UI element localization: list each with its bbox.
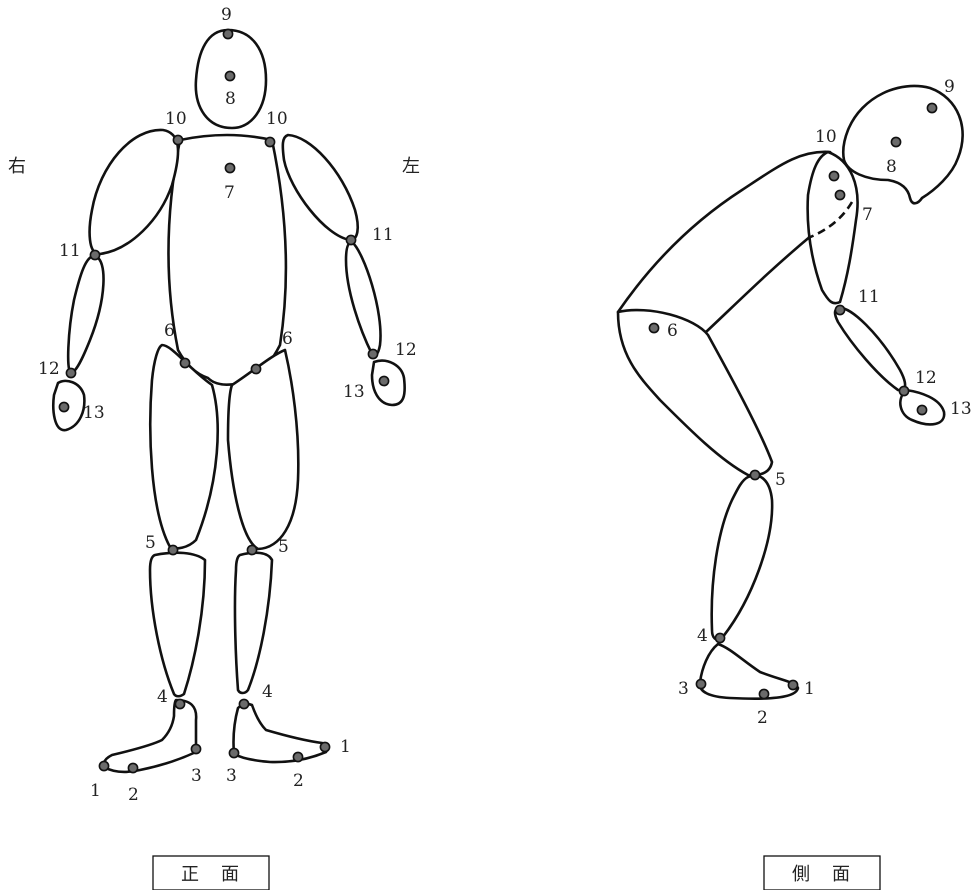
front-label-wrist-l: 12: [395, 340, 417, 360]
front-marker-ankle-l: [239, 699, 248, 708]
front-marker-knee-l: [247, 545, 256, 554]
side-marker-heel: [696, 679, 705, 688]
side-forearm: [835, 308, 905, 391]
side-label-ankle: 4: [697, 626, 708, 646]
front-marker-sole-r: [128, 763, 137, 772]
caption-front: 正 面: [153, 856, 269, 890]
front-marker-hip-l: [251, 364, 260, 373]
side-marker-head-top: [927, 103, 936, 112]
label-side-right: 右: [8, 156, 26, 177]
front-label-sole-r: 2: [128, 785, 139, 805]
front-marker-hand-l: [379, 376, 388, 385]
front-marker-shoulder-l: [265, 137, 274, 146]
front-label-toe-r: 1: [90, 781, 101, 801]
side-label-elbow: 11: [858, 287, 880, 307]
front-marker-heel-l: [229, 748, 238, 757]
front-left-foot: [234, 704, 328, 762]
side-shank: [712, 476, 772, 640]
side-marker-elbow: [835, 305, 844, 314]
side-thigh: [618, 310, 772, 475]
front-label-head: 8: [225, 89, 236, 109]
front-left-thigh: [228, 350, 298, 549]
front-marker-ankle-r: [175, 699, 184, 708]
front-marker-hand-r: [59, 402, 68, 411]
front-marker-elbow-l: [346, 235, 355, 244]
side-marker-hip: [649, 323, 658, 332]
side-label-wrist: 12: [915, 368, 937, 388]
side-label-head: 8: [886, 157, 897, 177]
front-marker-shoulder-r: [173, 135, 182, 144]
side-marker-shoulder: [829, 171, 838, 180]
front-marker-heel-r: [191, 744, 200, 753]
side-back-torso: [618, 152, 840, 332]
side-marker-knee: [750, 470, 759, 479]
front-label-heel-r: 3: [191, 766, 202, 786]
front-marker-toe-l: [320, 742, 329, 751]
front-label-wrist-r: 12: [38, 359, 60, 379]
front-label-head-top: 9: [221, 5, 232, 25]
front-right-forearm: [68, 256, 103, 373]
front-marker-torso: [225, 163, 234, 172]
side-marker-sole: [759, 689, 768, 698]
front-label-elbow-r: 11: [59, 241, 81, 261]
front-right-upper-arm: [90, 130, 178, 254]
front-label-hand-l: 13: [343, 382, 365, 402]
side-marker-ankle: [715, 633, 724, 642]
front-marker-wrist-r: [66, 368, 75, 377]
front-marker-head: [225, 71, 234, 80]
front-label-toe-l: 1: [340, 737, 351, 757]
front-right-foot: [104, 700, 197, 772]
label-side-left: 左: [402, 156, 420, 177]
side-label-heel: 3: [678, 679, 689, 699]
front-marker-hip-r: [180, 358, 189, 367]
front-left-shank: [235, 553, 272, 693]
side-label-head-top: 9: [944, 77, 955, 97]
side-label-torso: 7: [862, 205, 873, 225]
front-label-hip-r: 6: [164, 321, 175, 341]
front-left-upper-arm: [283, 135, 358, 240]
front-right-shank: [150, 553, 205, 697]
side-head: [843, 86, 962, 203]
front-label-knee-l: 5: [278, 537, 289, 557]
side-marker-torso: [835, 190, 844, 199]
caption-front-text: 正 面: [181, 864, 241, 885]
front-marker-elbow-r: [90, 250, 99, 259]
caption-side: 側 面: [764, 856, 880, 890]
side-marker-head: [891, 137, 900, 146]
side-label-hand: 13: [950, 399, 972, 419]
side-marker-hand: [917, 405, 926, 414]
front-label-hip-l: 6: [282, 329, 293, 349]
side-marker-wrist: [899, 386, 908, 395]
side-label-sole: 2: [757, 708, 768, 728]
side-label-toe: 1: [804, 679, 815, 699]
side-label-knee: 5: [775, 470, 786, 490]
front-label-knee-r: 5: [145, 533, 156, 553]
front-label-ankle-r: 4: [157, 687, 168, 707]
front-label-shoulder-l: 10: [266, 109, 288, 129]
front-marker-knee-r: [168, 545, 177, 554]
side-marker-toe: [788, 680, 797, 689]
front-label-torso: 7: [224, 183, 235, 203]
caption-side-text: 側 面: [792, 864, 852, 885]
side-view: [618, 86, 963, 699]
side-foot: [700, 644, 798, 699]
front-label-hand-r: 13: [83, 403, 105, 423]
front-left-forearm: [346, 242, 381, 356]
front-marker-sole-l: [293, 752, 302, 761]
front-label-shoulder-r: 10: [165, 109, 187, 129]
front-label-ankle-l: 4: [262, 682, 273, 702]
front-marker-head-top: [223, 29, 232, 38]
side-label-shoulder: 10: [815, 127, 837, 147]
front-label-heel-l: 3: [226, 766, 237, 786]
side-label-hip: 6: [667, 321, 678, 341]
front-label-sole-l: 2: [293, 771, 304, 791]
front-label-elbow-l: 11: [372, 225, 394, 245]
front-marker-toe-r: [99, 761, 108, 770]
front-marker-wrist-l: [368, 349, 377, 358]
